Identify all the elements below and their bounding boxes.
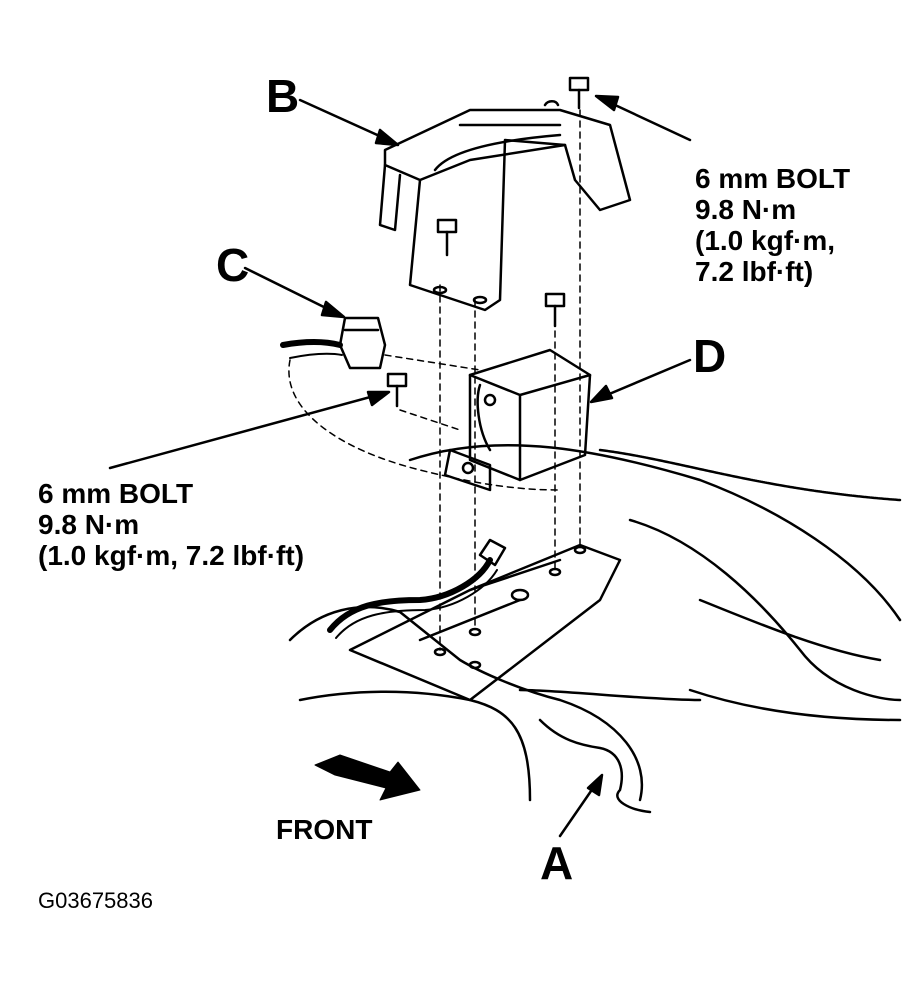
bracket-b xyxy=(378,100,632,312)
leader-lines xyxy=(108,94,692,838)
bolt-spec-upper-line3: (1.0 kgf·m, xyxy=(695,225,836,256)
bolt-spec-lower-line2: 9.8 N·m xyxy=(38,509,140,540)
bolt-spec-upper-line4: 7.2 lbf·ft) xyxy=(695,256,814,287)
bolt-spec-lower: 6 mm BOLT 9.8 N·m (1.0 kgf·m, 7.2 lbf·ft… xyxy=(38,478,304,571)
figure-code: G03675836 xyxy=(38,888,153,913)
bolt-bracket-left xyxy=(436,218,458,257)
bolt-spec-lower-line3: (1.0 kgf·m, 7.2 lbf·ft) xyxy=(38,540,305,571)
bolt-unit-left xyxy=(386,372,408,408)
bolt-spec-upper-line1: 6 mm BOLT xyxy=(695,163,851,194)
label-c: C xyxy=(216,239,250,291)
connector-c xyxy=(280,316,387,370)
alignment-guides xyxy=(288,109,581,651)
bolt-unit-right xyxy=(544,292,566,328)
control-unit-d xyxy=(443,348,592,492)
bolt-spec-upper-line2: 9.8 N·m xyxy=(695,194,797,225)
label-b: B xyxy=(266,70,300,122)
wire-harness xyxy=(327,538,507,639)
label-a: A xyxy=(540,837,574,889)
front-label: FRONT xyxy=(276,814,373,845)
bolt-spec-lower-line1: 6 mm BOLT xyxy=(38,478,194,509)
label-d: D xyxy=(693,330,727,382)
floor-panel-a xyxy=(288,443,902,814)
front-arrow-icon xyxy=(314,754,421,801)
bolt-bracket-top xyxy=(568,76,590,110)
bolt-spec-upper: 6 mm BOLT 9.8 N·m (1.0 kgf·m, 7.2 lbf·ft… xyxy=(695,163,850,287)
